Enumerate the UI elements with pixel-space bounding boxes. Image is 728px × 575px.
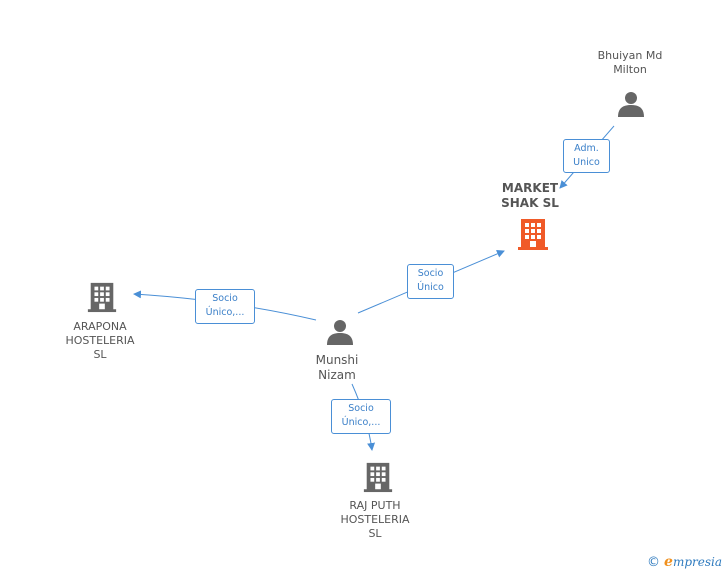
brand-footer[interactable]: © e mpresia (647, 554, 722, 570)
person-icon[interactable] (326, 318, 354, 346)
building-icon[interactable] (86, 280, 118, 314)
edge-label-socio-unico-arapona[interactable]: Socio Único,... (195, 289, 255, 324)
brand-logo-text: mpresia (672, 555, 722, 569)
copyright-symbol: © (647, 554, 661, 570)
edge-label-socio-unico[interactable]: Socio Único (407, 264, 454, 299)
node-label-bhuiyan[interactable]: Bhuiyan Md Milton (597, 49, 663, 76)
node-label-munshi[interactable]: Munshi Nizam (315, 353, 359, 382)
building-icon[interactable] (362, 460, 394, 494)
edge-label-adm-unico[interactable]: Adm. Unico (563, 139, 610, 173)
building-icon-main[interactable] (516, 217, 550, 251)
person-icon[interactable] (617, 90, 645, 118)
brand-logo-initial: e (664, 554, 673, 570)
node-label-rajputh[interactable]: RAJ PUTH HOSTELERIA SL (340, 499, 410, 540)
node-label-market-shak[interactable]: MARKET SHAK SL (501, 181, 559, 210)
node-label-arapona[interactable]: ARAPONA HOSTELERIA SL (65, 320, 135, 361)
edge-label-socio-unico-rajputh[interactable]: Socio Único,... (331, 399, 391, 434)
